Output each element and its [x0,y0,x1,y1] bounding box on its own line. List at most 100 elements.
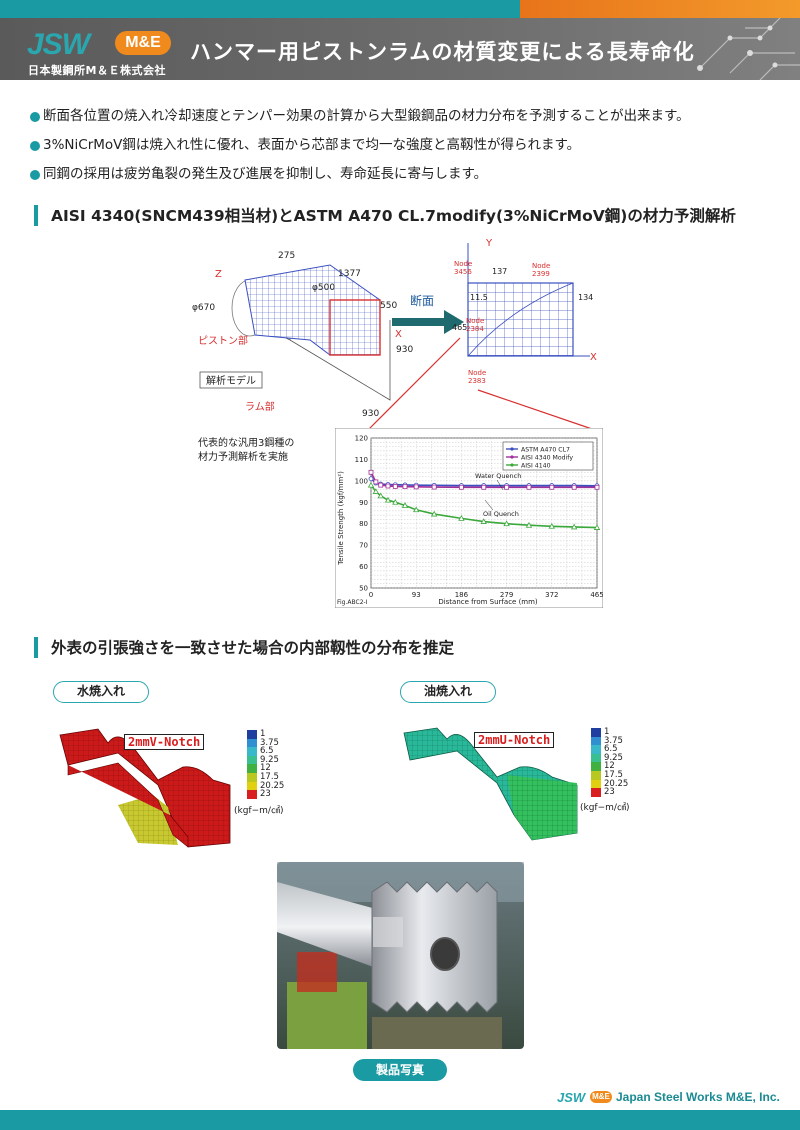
piston-label: ピストン部 [198,334,248,347]
dim-d670: φ670 [192,303,215,313]
connector-lines [367,337,596,431]
dim-550: 550 [380,301,397,311]
y-tick-label: 80 [359,520,368,528]
legend-value: 12 [260,763,271,774]
legend-value: 9.25 [604,752,623,763]
annotation-pointer [496,479,504,491]
legend-value: 17.5 [604,769,623,780]
legend-color-swatch [591,736,601,746]
series-point [503,520,510,527]
legend-value: 20.25 [604,778,629,789]
legend-row: 6.5 [247,747,284,756]
legend-row: 3.75 [591,735,628,746]
section-dim-137: 137 [492,267,507,276]
section-heading-toughness: 外表の引張強さを一致させた場合の内部靱性の分布を推定 [34,636,454,658]
water-legend-unit: (kgf−m/㎠) [234,806,284,816]
section-dim-115: 11.5 [470,293,488,302]
series-point [402,484,408,490]
header-banner: JSW M&E 日本製鋼所M＆Ｅ株式会社 ハンマー用ピストンラムの材質変更による… [0,18,800,80]
y-tick-label: 120 [355,435,368,443]
annotation-pointer [484,499,494,511]
series-point [481,484,487,490]
legend-value: 23 [260,789,271,800]
oil-quench-pill: 油焼入れ [400,681,496,703]
bullet-item: 3%NiCrMoV鋼は焼入れ性に優れ、表面から芯部まで均一な強度と高靱性が得られ… [30,131,780,160]
x-tick-label: 465 [590,591,603,599]
legend-color-swatch [591,745,601,754]
chart-ylabel: Tensile Strength (kgf/mm²) [337,471,345,566]
legend-value: 3.75 [604,735,623,746]
legend-marker [510,447,514,451]
series-point [384,496,392,503]
bottom-accent-bar [0,1110,800,1130]
logo-me-badge: M&E [115,31,171,55]
top-accent-orange [520,0,800,18]
legend-color-swatch [591,788,601,797]
dim-1377: 1377 [338,269,361,279]
section-mesh [467,282,574,357]
annotation-water-quench: Water Quench [475,472,521,480]
legend-color-swatch [591,770,601,780]
legend-value: 6.5 [604,744,618,755]
series-point [504,484,510,490]
section-dim-465: 465 [452,323,467,332]
legend-value: 12 [604,761,615,772]
logo-jsw: JSW [27,28,90,61]
legend-value: 9.25 [260,754,279,765]
legend-row: 20.25 [591,778,629,789]
model-label-box [199,371,263,389]
y-tick-label: 70 [359,542,368,550]
legend-color-swatch [247,755,257,765]
footer-logo-jsw: JSW [557,1090,586,1105]
legend-color-swatch [591,753,601,763]
ram-label: ラム部 [245,400,275,413]
dim-275: 275 [278,251,295,261]
y-tick-label: 100 [355,477,368,485]
section-highlight [329,299,381,356]
legend-value: 1 [604,727,610,737]
legend-row: 23 [591,788,628,797]
series-point [401,502,409,508]
legend-color-swatch [247,747,257,756]
series-point [392,498,399,505]
series-point [367,481,375,488]
series-point [392,484,398,489]
series-point [458,515,465,521]
legend-color-swatch [247,772,257,782]
section-axis-y: Y [485,238,493,249]
series-point [372,488,380,494]
legend-row: 1 [591,728,628,737]
series-point [549,484,555,490]
series-point [413,506,420,513]
chart-xlabel: Distance from Surface (mm) [438,598,538,606]
product-photo [277,862,524,1049]
dim-930-a: 930 [396,345,413,355]
legend-color-swatch [247,790,257,799]
legend-color-swatch [247,738,257,748]
legend-entry: AISI 4340 Modify [521,454,573,461]
legend-row: 17.5 [591,771,628,780]
legend-row: 17.5 [247,773,284,782]
legend-value: 20.25 [260,780,285,791]
legend-marker [510,463,514,467]
legend-row: 23 [247,790,284,799]
axis-x-label: X [395,329,402,340]
section-axis-x: X [590,352,597,363]
x-tick-label: 186 [455,591,469,599]
analysis-model-diagram: 275 1377 φ500 φ670 550 930 930 Z X ピストン部… [192,251,413,419]
legend-row: 12 [591,762,628,771]
oil-notch-label: 2mmU-Notch [474,732,555,748]
series-point [385,483,391,489]
legend-value: 3.75 [260,737,279,748]
y-tick-label: 60 [359,563,368,571]
legend-value: 1 [260,729,266,739]
x-tick-label: 93 [412,591,421,599]
series-point [431,484,437,490]
x-tick-label: 279 [500,591,513,599]
legend-row: 1 [247,730,284,739]
